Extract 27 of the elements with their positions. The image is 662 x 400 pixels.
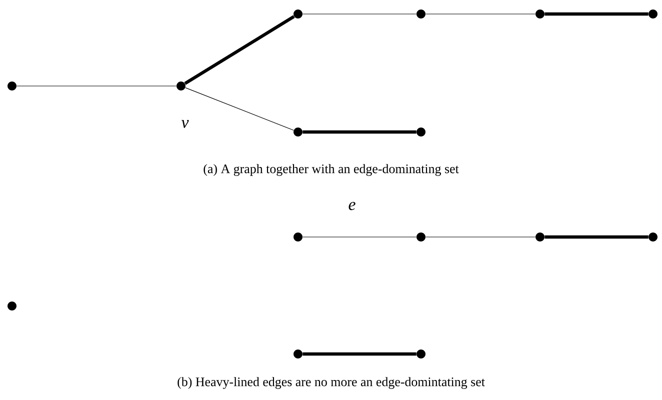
vertex-dot — [648, 232, 658, 242]
vertex-dot — [536, 232, 544, 242]
vertex-dot — [294, 10, 302, 18]
vertex-dot — [294, 232, 302, 242]
graph-edge — [302, 130, 416, 134]
vertex-dot — [294, 350, 302, 358]
graph-edge — [544, 235, 648, 239]
vertex-dot — [416, 10, 426, 18]
graph-edge — [185, 87, 294, 131]
subfigure-caption: (a) A graph together with an edge-dominating set — [204, 164, 459, 176]
vertex-dot — [176, 82, 186, 90]
vertex-dot — [416, 128, 426, 136]
vertex-dot — [294, 128, 302, 136]
vertex-dot — [536, 10, 544, 18]
vertex-dot — [648, 10, 658, 18]
vertex-dot — [416, 350, 426, 358]
vertex-label: v — [181, 120, 189, 128]
graph-edge — [184, 15, 295, 85]
graph-edge — [544, 12, 648, 16]
graph-edge — [302, 352, 416, 356]
vertex-label: e — [348, 202, 356, 210]
subfigure-caption: (b) Heavy-lined edges are no more an edge-domintating set — [178, 377, 485, 389]
vertex-dot — [8, 82, 16, 90]
vertex-dot — [416, 232, 426, 242]
vertex-dot — [8, 302, 16, 310]
graph-edge — [425, 236, 536, 238]
graph-edge — [302, 236, 417, 238]
